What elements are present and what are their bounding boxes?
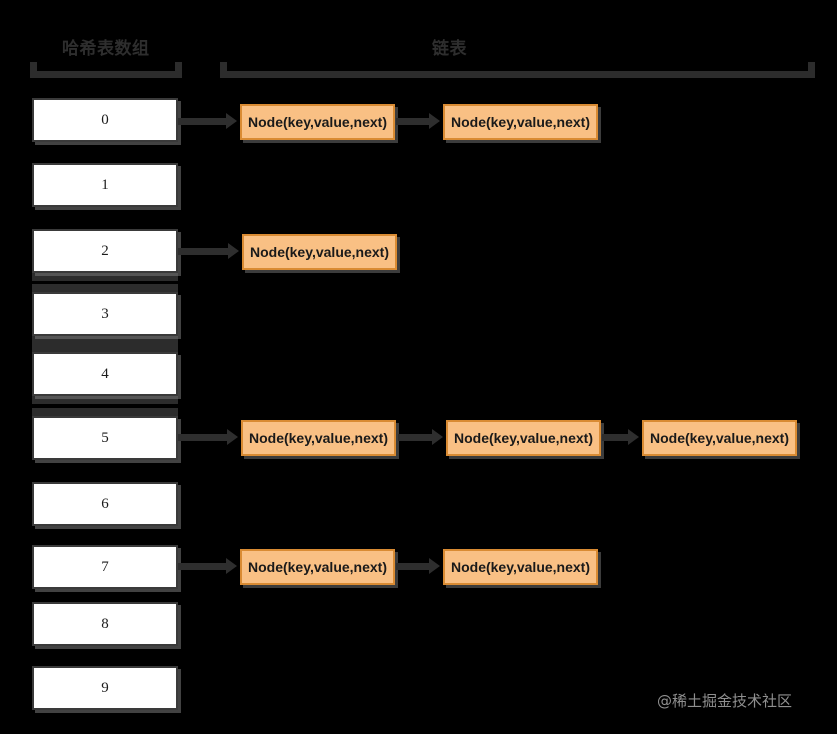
node-bucket0-0[interactable]: Node(key,value,next) — [240, 104, 395, 140]
index-cell-label: 3 — [101, 305, 109, 322]
index-block-edge-2 — [32, 273, 178, 281]
node-label: Node(key,value,next) — [450, 559, 590, 575]
bucket-header-bracket — [220, 62, 815, 78]
index-cell-label: 7 — [101, 558, 109, 575]
connector-bucket7-node0-to-node1 — [396, 563, 431, 570]
node-bucket2-0[interactable]: Node(key,value,next) — [242, 234, 397, 270]
index-cell-7[interactable]: 7 — [32, 545, 178, 589]
connector-bucket5-to-node0 — [178, 434, 229, 441]
index-cell-label: 0 — [101, 111, 109, 128]
index-cell-label: 4 — [101, 365, 109, 382]
arrowhead-bucket5-to-node0 — [227, 429, 238, 445]
arrowhead-bucket5-node0-to-node1 — [432, 429, 443, 445]
connector-bucket0-to-node0 — [178, 118, 228, 125]
node-label: Node(key,value,next) — [453, 430, 593, 446]
node-label: Node(key,value,next) — [247, 559, 387, 575]
index-cell-label: 1 — [101, 176, 109, 193]
node-bucket5-1[interactable]: Node(key,value,next) — [446, 420, 601, 456]
index-cell-6[interactable]: 6 — [32, 482, 178, 526]
index-cell-label: 6 — [101, 495, 109, 512]
index-cell-8[interactable]: 8 — [32, 602, 178, 646]
node-label: Node(key,value,next) — [649, 430, 789, 446]
arrowhead-bucket2-to-node0 — [228, 243, 239, 259]
node-bucket5-0[interactable]: Node(key,value,next) — [241, 420, 396, 456]
index-cell-label: 8 — [101, 615, 109, 632]
connector-bucket5-node0-to-node1 — [398, 434, 434, 441]
index-cell-2[interactable]: 2 — [32, 229, 178, 273]
index-cell-1[interactable]: 1 — [32, 163, 178, 207]
node-bucket0-1[interactable]: Node(key,value,next) — [443, 104, 598, 140]
node-bucket7-1[interactable]: Node(key,value,next) — [443, 549, 598, 585]
index-header-bracket — [30, 62, 182, 78]
index-cell-3[interactable]: 3 — [32, 292, 178, 336]
index-block-divider-3-4 — [32, 336, 178, 352]
arrowhead-bucket7-node0-to-node1 — [429, 558, 440, 574]
node-label: Node(key,value,next) — [247, 114, 387, 130]
bucket-header-label: 链表 — [432, 39, 467, 58]
watermark: @稀土掘金技术社区 — [657, 692, 793, 710]
node-label: Node(key,value,next) — [450, 114, 590, 130]
node-bucket7-0[interactable]: Node(key,value,next) — [240, 549, 395, 585]
index-cell-label: 2 — [101, 242, 109, 259]
connector-bucket7-to-node0 — [178, 563, 228, 570]
node-label: Node(key,value,next) — [249, 244, 389, 260]
node-bucket5-2[interactable]: Node(key,value,next) — [642, 420, 797, 456]
node-label: Node(key,value,next) — [248, 430, 388, 446]
index-cell-0[interactable]: 0 — [32, 98, 178, 142]
index-cell-label: 5 — [101, 429, 109, 446]
arrowhead-bucket0-node0-to-node1 — [429, 113, 440, 129]
index-block-edge-4-bottom — [32, 396, 178, 404]
connector-bucket0-node0-to-node1 — [396, 118, 431, 125]
index-cell-4[interactable]: 4 — [32, 352, 178, 396]
arrowhead-bucket5-node1-to-node2 — [628, 429, 639, 445]
arrowhead-bucket0-to-node0 — [226, 113, 237, 129]
index-cell-label: 9 — [101, 679, 109, 696]
index-cell-5[interactable]: 5 — [32, 416, 178, 460]
connector-bucket5-node1-to-node2 — [602, 434, 630, 441]
index-header-label: 哈希表数组 — [62, 39, 150, 58]
arrowhead-bucket7-to-node0 — [226, 558, 237, 574]
index-block-edge-5 — [32, 408, 178, 416]
index-cell-9[interactable]: 9 — [32, 666, 178, 710]
index-block-edge-3 — [32, 284, 178, 292]
connector-bucket2-to-node0 — [178, 248, 230, 255]
